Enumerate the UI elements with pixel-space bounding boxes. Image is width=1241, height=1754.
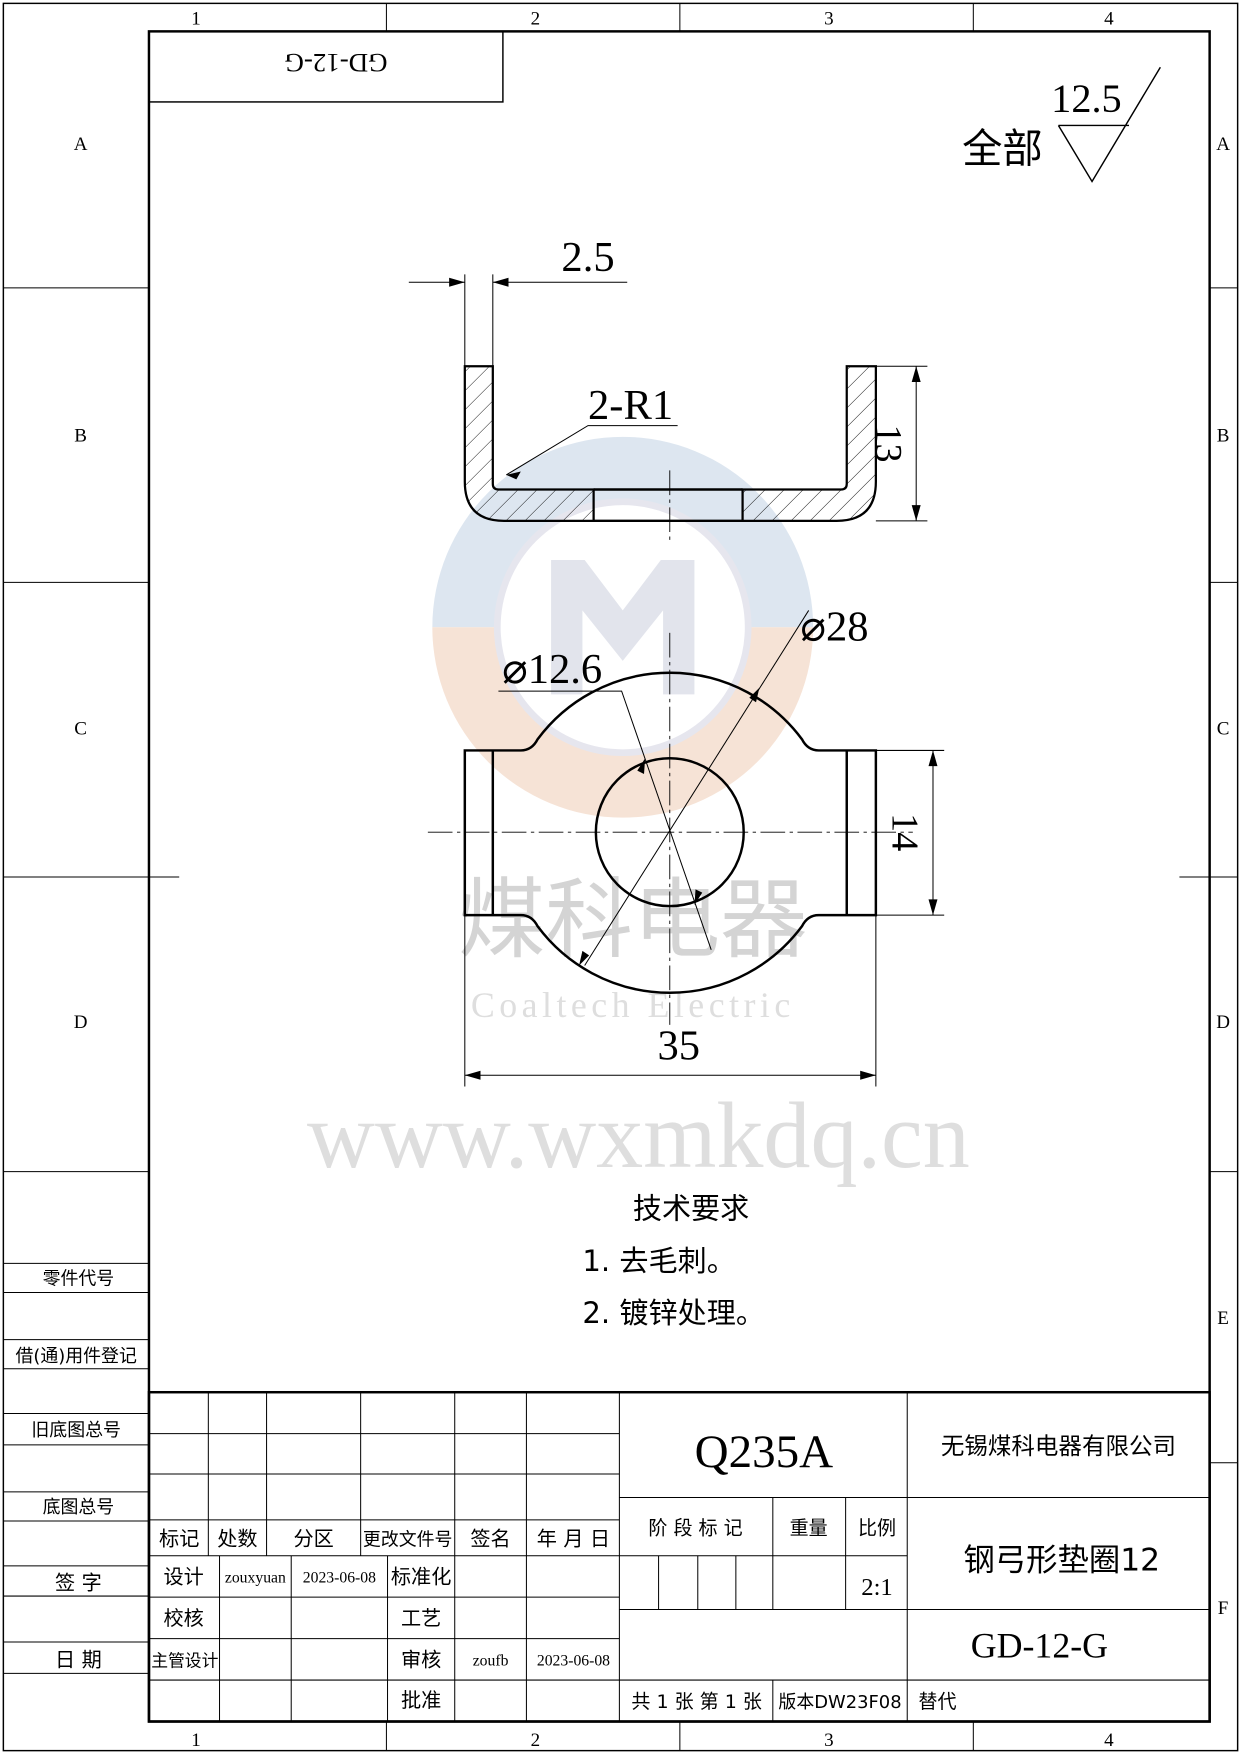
svg-text:年 月 日: 年 月 日 xyxy=(537,1527,610,1551)
svg-text:C: C xyxy=(1217,719,1230,740)
svg-text:B: B xyxy=(74,425,87,446)
svg-text:D: D xyxy=(74,1012,88,1033)
svg-text:主管设计: 主管设计 xyxy=(151,1651,218,1671)
svg-text:分区: 分区 xyxy=(293,1527,333,1551)
svg-text:共 1 张 第 1 张: 共 1 张 第 1 张 xyxy=(631,1691,762,1713)
zone-row-labels: A B C D A B C D E F xyxy=(74,134,1230,1619)
svg-text:阶 段 标 记: 阶 段 标 记 xyxy=(648,1517,742,1539)
scale-value: 2:1 xyxy=(861,1574,892,1601)
mirrored-code-box xyxy=(148,30,504,103)
svg-text:更改文件号: 更改文件号 xyxy=(363,1530,453,1551)
dim-radius: 2-R1 xyxy=(588,382,673,429)
svg-text:D: D xyxy=(1216,1012,1230,1033)
svg-text:1: 1 xyxy=(191,1730,201,1751)
svg-text:2023-06-08: 2023-06-08 xyxy=(537,1653,610,1670)
zone-grid xyxy=(3,3,1238,1751)
roughness-symbol: 12.5 全部 xyxy=(962,66,1161,183)
svg-text:C: C xyxy=(74,719,87,740)
svg-text:A: A xyxy=(1216,134,1230,155)
watermark-url: www.wxmkdq.cn xyxy=(307,1084,970,1188)
svg-text:版本DW23F08: 版本DW23F08 xyxy=(778,1692,901,1713)
title-block: 标记 处数 分区 更改文件号 签名 年 月 日 设计 zouxyuan 2023… xyxy=(147,1390,1211,1723)
material: Q235A xyxy=(695,1426,834,1478)
svg-text:工艺: 工艺 xyxy=(401,1606,441,1630)
company-name: 无锡煤科电器有限公司 xyxy=(941,1432,1176,1460)
zone-column-labels: 1 2 3 4 1 2 3 4 xyxy=(191,9,1114,1751)
svg-text:日 期: 日 期 xyxy=(55,1648,102,1672)
svg-text:重量: 重量 xyxy=(790,1517,828,1539)
watermark-logo xyxy=(432,436,814,818)
svg-text:校核: 校核 xyxy=(164,1606,204,1630)
svg-text:12.5: 12.5 xyxy=(1051,76,1122,121)
part-name: 钢弓形垫圈12 xyxy=(963,1542,1160,1578)
svg-text:2. 镀锌处理。: 2. 镀锌处理。 xyxy=(582,1296,765,1330)
svg-text:借(通)用件登记: 借(通)用件登记 xyxy=(15,1346,137,1367)
svg-text:底图总号: 底图总号 xyxy=(43,1497,115,1518)
left-panel-labels: 零件代号 借(通)用件登记 旧底图总号 底图总号 签 字 日 期 xyxy=(15,1269,137,1672)
svg-text:zoufb: zoufb xyxy=(473,1653,509,1670)
svg-text:4: 4 xyxy=(1104,9,1114,30)
dim-height: 13 xyxy=(867,425,909,463)
technical-requirements: 技术要求 1. 去毛刺。 2. 镀锌处理。 xyxy=(582,1192,765,1330)
svg-text:E: E xyxy=(1217,1308,1229,1329)
dim-overall-length: 35 xyxy=(657,1023,700,1070)
watermark-cn: 煤科电器 xyxy=(458,869,807,971)
svg-text:3: 3 xyxy=(824,1730,834,1751)
plan-view: ⌀28 ⌀12.6 14 35 xyxy=(427,604,945,1087)
svg-text:处数: 处数 xyxy=(217,1527,257,1551)
svg-text:设计: 设计 xyxy=(164,1565,204,1589)
svg-text:2023-06-08: 2023-06-08 xyxy=(303,1570,376,1587)
section-view: 2.5 2-R1 13 xyxy=(408,234,928,544)
svg-text:零件代号: 零件代号 xyxy=(43,1269,115,1290)
mirrored-drawing-code: GD-12-G xyxy=(285,48,388,78)
svg-text:批准: 批准 xyxy=(401,1688,441,1712)
svg-text:F: F xyxy=(1218,1598,1229,1619)
svg-text:全部: 全部 xyxy=(962,125,1043,172)
drawing-number: GD-12-G xyxy=(971,1626,1108,1666)
svg-text:2: 2 xyxy=(531,1730,541,1751)
svg-text:替代: 替代 xyxy=(918,1691,956,1713)
dim-tab-width: 14 xyxy=(884,813,926,851)
dim-outer-dia: ⌀28 xyxy=(800,604,868,651)
svg-text:旧底图总号: 旧底图总号 xyxy=(31,1420,121,1441)
svg-text:审核: 审核 xyxy=(401,1648,441,1672)
svg-text:3: 3 xyxy=(824,9,834,30)
svg-text:zouxyuan: zouxyuan xyxy=(225,1570,286,1587)
svg-text:签 字: 签 字 xyxy=(55,1570,102,1594)
svg-text:标记: 标记 xyxy=(159,1527,199,1551)
svg-text:标准化: 标准化 xyxy=(391,1565,451,1589)
svg-text:1: 1 xyxy=(191,9,201,30)
dim-thickness: 2.5 xyxy=(561,234,614,281)
svg-text:4: 4 xyxy=(1104,1730,1114,1751)
svg-text:技术要求: 技术要求 xyxy=(633,1192,749,1226)
dim-hole-dia: ⌀12.6 xyxy=(502,646,602,693)
svg-text:B: B xyxy=(1217,425,1230,446)
svg-text:1. 去毛刺。: 1. 去毛刺。 xyxy=(582,1244,735,1278)
watermark-en: Coaltech Electric xyxy=(471,985,795,1025)
svg-text:2: 2 xyxy=(531,9,541,30)
svg-text:比例: 比例 xyxy=(858,1517,896,1539)
svg-text:签名: 签名 xyxy=(470,1527,510,1551)
svg-text:A: A xyxy=(74,134,88,155)
